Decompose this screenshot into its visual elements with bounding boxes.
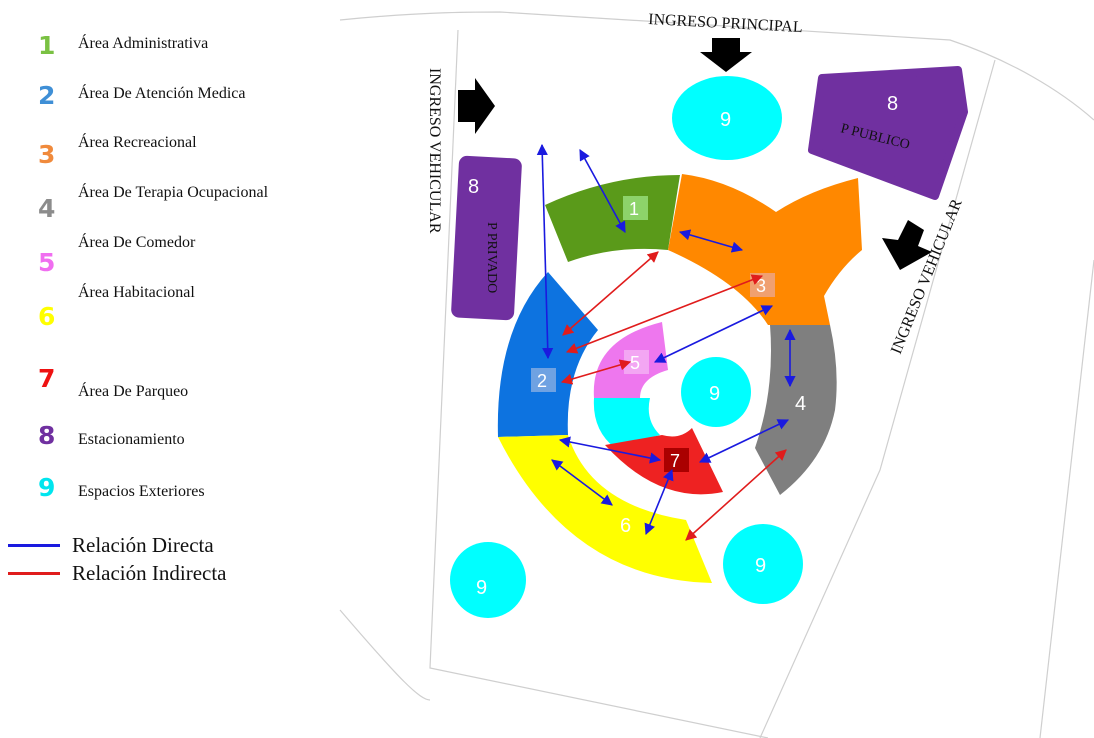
left-vehicle-entrance-arrow (458, 78, 495, 134)
legend-item-2: 2 Área De Atención Medica (38, 81, 246, 110)
legend-number: 6 (38, 302, 56, 331)
legend-item-9: 9 Espacios Exteriores (38, 473, 205, 502)
zone-5-dining: 5 (593, 322, 668, 398)
svg-text:9: 9 (720, 109, 731, 131)
legend-relation-label: Relación Indirecta (72, 561, 227, 585)
inner-exterior-space (593, 398, 660, 448)
blue-line-swatch (8, 544, 60, 547)
legend-number: 8 (38, 421, 56, 450)
svg-text:5: 5 (630, 353, 640, 373)
svg-text:9: 9 (755, 555, 766, 577)
right-vehicle-entrance-arrow (882, 220, 932, 270)
legend-number: 5 (38, 248, 56, 277)
legend-label: Área Habitacional (78, 284, 195, 301)
svg-text:6: 6 (620, 515, 631, 537)
svg-text:1: 1 (629, 199, 639, 219)
svg-text:3: 3 (756, 276, 766, 296)
parking-private: 8 P PRIVADO (451, 155, 522, 321)
svg-text:7: 7 (670, 451, 680, 471)
legend-number: 4 (38, 194, 56, 223)
legend-label: Área De Atención Medica (78, 85, 246, 102)
svg-text:2: 2 (537, 371, 547, 391)
indirect-relation-arrows (560, 251, 787, 541)
legend-item-8: 8 Estacionamiento (38, 421, 185, 450)
legend-label: Espacios Exteriores (78, 483, 205, 500)
legend-number: 3 (38, 140, 56, 169)
exterior-space-bottom-left: 9 (450, 542, 526, 618)
zone-4-occupational-therapy: 4 (755, 325, 837, 495)
right-vehicle-entrance-label: INGRESO VEHICULAR (888, 196, 966, 356)
legend-label: Área Recreacional (78, 134, 197, 151)
legend: 1 Área Administrativa 2 Área De Atención… (0, 0, 330, 600)
legend-number: 1 (38, 31, 56, 60)
svg-text:9: 9 (476, 577, 487, 599)
legend-item-6: 6 Área Habitacional (38, 284, 195, 331)
legend-relation-indirect: Relación Indirecta (8, 561, 227, 586)
legend-item-1: 1 Área Administrativa (38, 31, 209, 60)
legend-item-7: 7 Área De Parqueo (38, 333, 188, 401)
legend-label: Área Administrativa (78, 35, 209, 52)
svg-text:P PRIVADO: P PRIVADO (484, 222, 499, 293)
legend-number: 7 (38, 364, 56, 393)
legend-item-3: 3 Área Recreacional (38, 134, 197, 169)
legend-label: Estacionamiento (78, 431, 185, 448)
exterior-space-bottom-right: 9 (723, 524, 803, 604)
legend-label: Área De Comedor (78, 234, 196, 251)
legend-label: Área De Parqueo (78, 383, 189, 400)
svg-text:8: 8 (468, 176, 479, 198)
legend-relation-direct: Relación Directa (8, 533, 214, 558)
legend-number: 2 (38, 81, 56, 110)
exterior-space-top: 9 (672, 76, 782, 160)
left-vehicle-entrance-label: INGRESO VEHICULAR (426, 68, 443, 234)
legend-item-4: 4 Área De Terapia Ocupacional (38, 184, 269, 223)
exterior-space-center: 9 (681, 357, 751, 427)
main-entrance-label: INGRESO PRINCIPAL (648, 11, 803, 36)
zone-3-recreational: 3 (668, 174, 862, 325)
zone-1-administrative: 1 (545, 175, 680, 262)
legend-item-5: 5 Área De Comedor (38, 234, 196, 277)
red-line-swatch (8, 572, 60, 575)
svg-text:8: 8 (887, 93, 898, 115)
site-outline (339, 11, 1094, 738)
svg-text:9: 9 (709, 383, 720, 405)
parking-public: 8 P PUBLICO (808, 66, 968, 200)
legend-number: 9 (38, 473, 56, 502)
legend-label: Área De Terapia Ocupacional (78, 184, 269, 201)
legend-relation-label: Relación Directa (72, 533, 214, 557)
svg-text:4: 4 (795, 393, 806, 415)
main-entrance-arrow (700, 38, 752, 72)
